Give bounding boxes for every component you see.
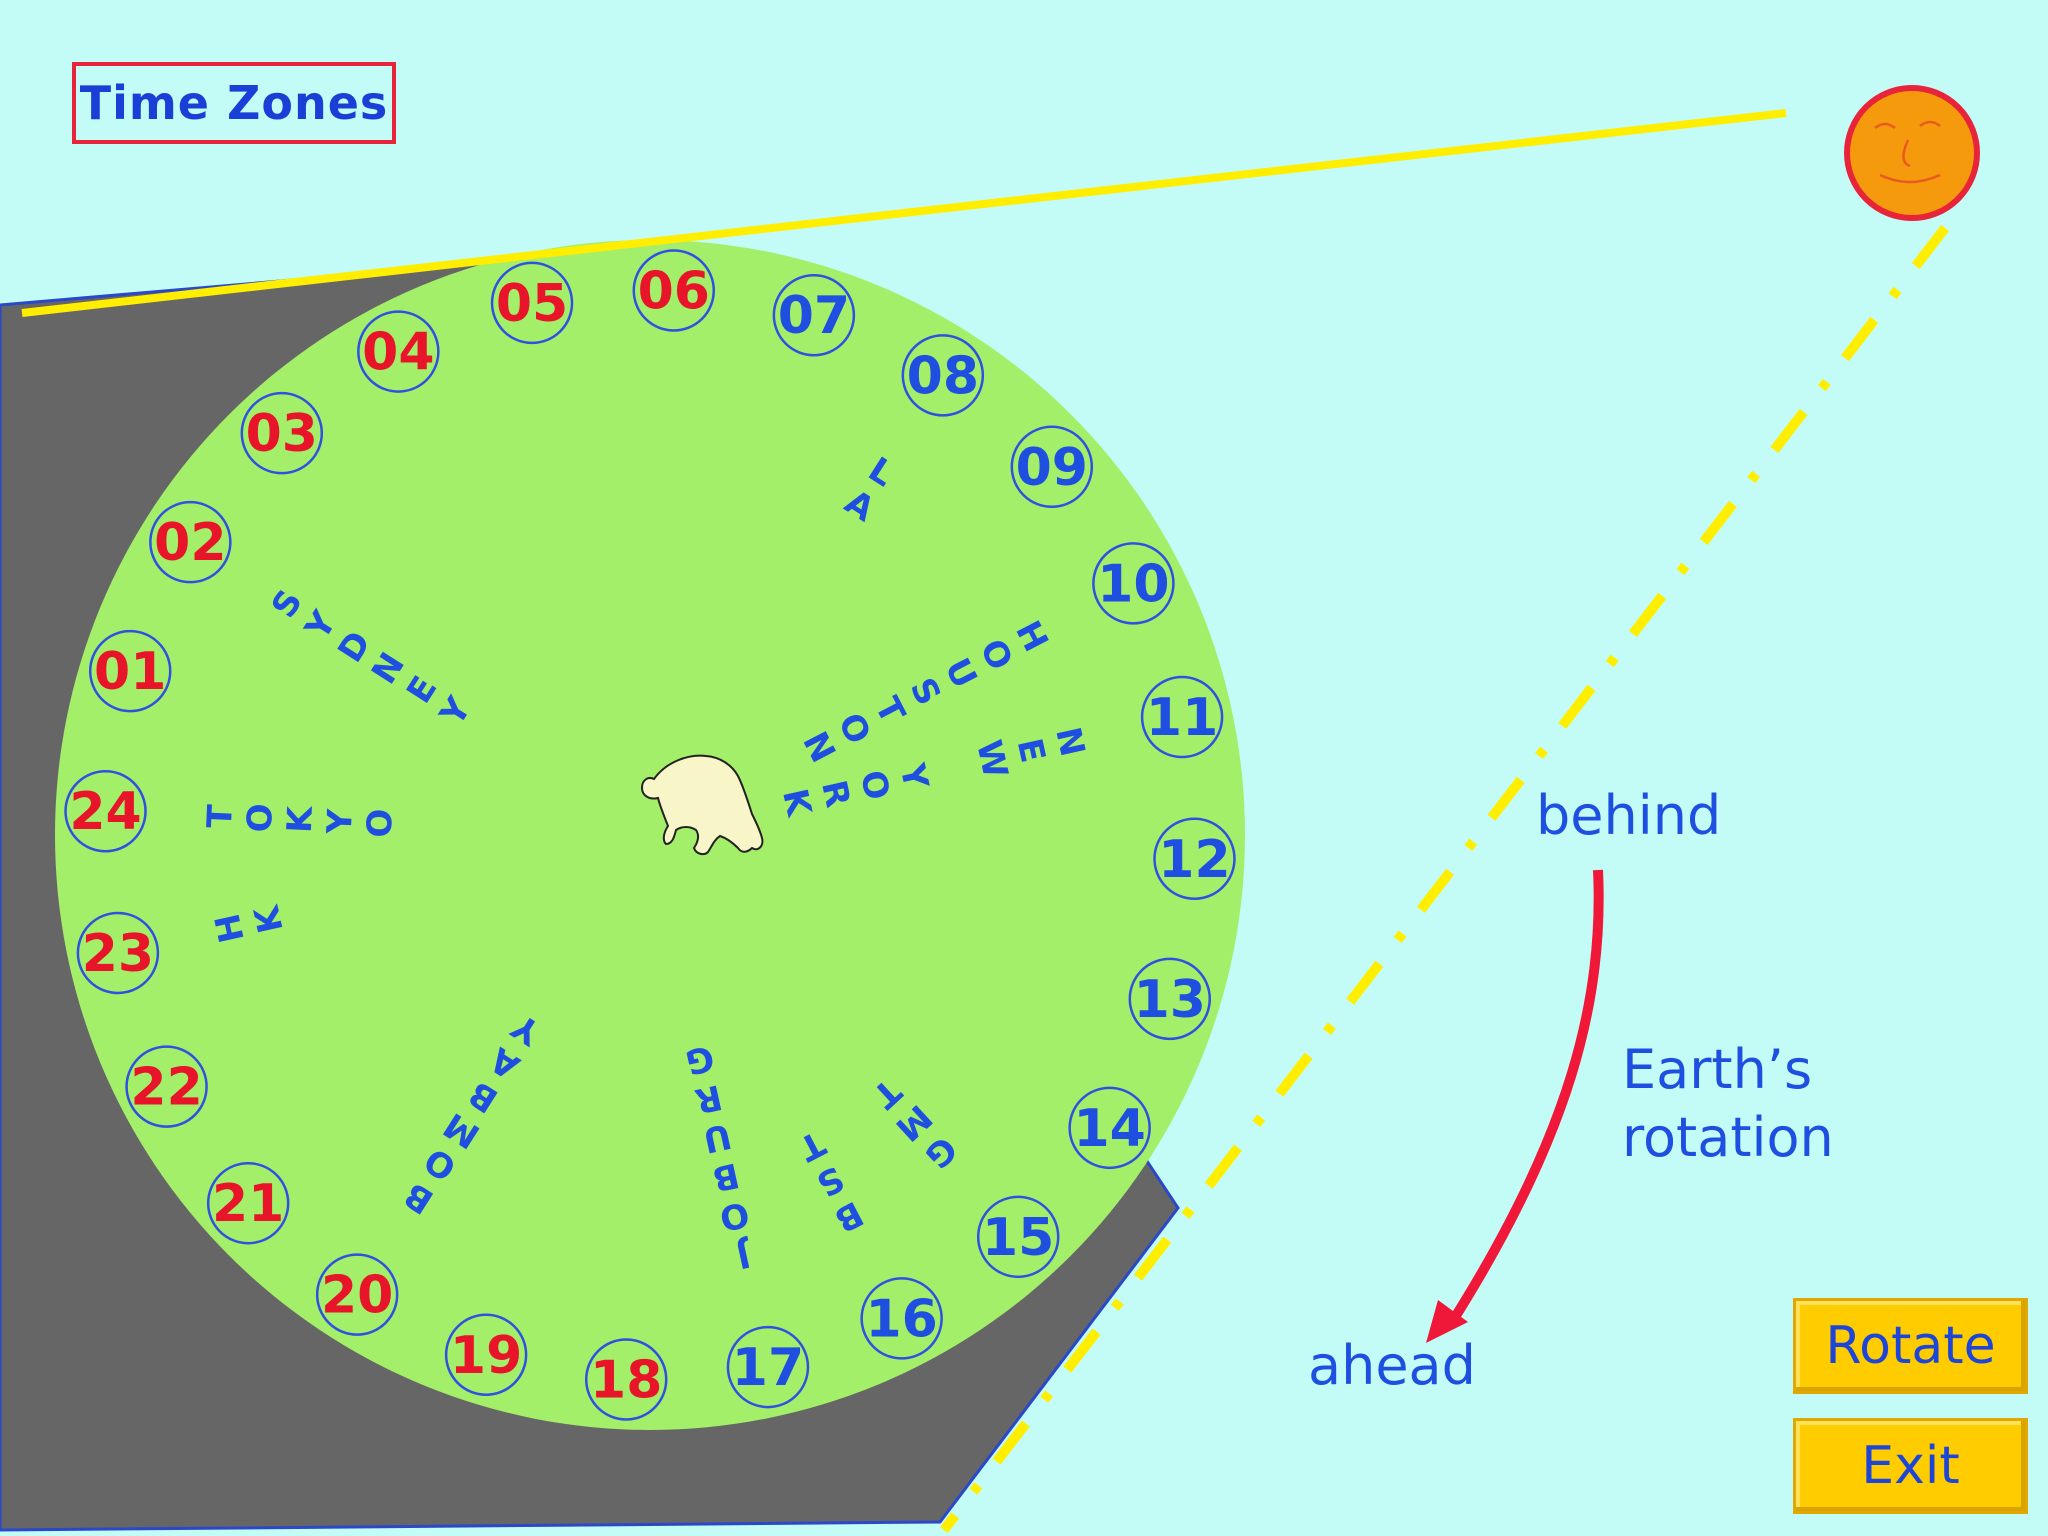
time-zone-08: 08	[901, 334, 985, 417]
time-zone-ring-circle	[125, 1045, 208, 1128]
time-zone-ring-circle	[1092, 542, 1175, 625]
time-zone-12: 12	[1153, 817, 1236, 901]
sunlight-ray-top	[21, 109, 1787, 317]
time-zone-label: 11	[1146, 688, 1218, 748]
time-zone-label: 21	[212, 1174, 284, 1234]
time-zone-06: 06	[632, 249, 716, 332]
time-zone-01: 01	[88, 629, 172, 713]
time-zone-ring-circle	[206, 1161, 290, 1245]
time-zone-ring-circle	[149, 500, 232, 584]
polar-bear-icon	[640, 754, 764, 856]
time-zone-ring-circle	[976, 1195, 1060, 1279]
time-zone-label: 22	[130, 1058, 202, 1118]
time-zone-label: 05	[496, 274, 568, 334]
city-letter: O	[240, 803, 281, 834]
time-zone-ring-circle	[901, 334, 985, 417]
time-zone-ring-circle	[1068, 1086, 1151, 1170]
time-zone-label: 20	[321, 1266, 393, 1326]
time-zone-ring-circle	[726, 1325, 810, 1409]
time-zone-17: 17	[726, 1325, 810, 1409]
time-zone-ring-circle	[1010, 425, 1094, 509]
time-zone-21: 21	[206, 1161, 290, 1245]
time-zone-ring-circle	[584, 1338, 668, 1421]
rotation-label-line2: rotation	[1622, 1106, 1834, 1169]
time-zone-02: 02	[149, 500, 232, 584]
time-zone-20: 20	[315, 1253, 399, 1336]
time-zone-label: 14	[1073, 1099, 1145, 1159]
time-zone-label: 02	[154, 513, 226, 573]
sunlight-ray-bottom	[940, 224, 1949, 1534]
time-zone-04: 04	[357, 310, 440, 393]
time-zone-ring-circle	[240, 391, 324, 475]
sun-face-icon	[1844, 85, 1980, 221]
time-zone-label: 12	[1158, 830, 1230, 890]
time-zone-14: 14	[1068, 1086, 1151, 1170]
time-zone-24: 24	[64, 769, 147, 853]
time-zone-ring-circle	[1140, 675, 1224, 759]
page-title: Time Zones	[72, 62, 396, 144]
time-zone-label: 19	[450, 1326, 522, 1386]
exit-button[interactable]: Exit	[1793, 1418, 2028, 1514]
time-zone-ring-circle	[64, 769, 147, 853]
time-zone-label: 23	[82, 924, 154, 984]
city-letter: K	[280, 804, 321, 834]
time-zone-ring-circle	[1153, 817, 1236, 901]
city-label-hk: HK	[208, 901, 292, 947]
time-zone-16: 16	[860, 1277, 943, 1360]
time-zone-23: 23	[76, 911, 160, 995]
time-zone-label: 15	[982, 1208, 1054, 1268]
earth-disc	[55, 240, 1245, 1430]
time-zone-ring-circle	[444, 1313, 528, 1397]
rotation-label-line1: Earth’s	[1622, 1038, 1813, 1101]
time-zone-ring-circle	[490, 261, 574, 345]
time-zone-label: 07	[778, 286, 850, 346]
time-zone-13: 13	[1128, 957, 1212, 1041]
time-zone-label: 01	[94, 642, 166, 702]
time-zone-07: 07	[772, 273, 856, 357]
time-zone-05: 05	[490, 261, 574, 345]
time-zone-label: 13	[1134, 970, 1206, 1030]
city-letter: Y	[320, 808, 361, 836]
time-zone-label: 17	[732, 1338, 804, 1398]
time-zone-ring-circle	[860, 1277, 943, 1360]
time-zone-label: 24	[69, 782, 141, 842]
time-zone-ring-circle	[357, 310, 440, 393]
time-zone-label: 06	[638, 262, 710, 322]
time-zone-label: 16	[865, 1289, 937, 1349]
time-zone-label: 09	[1016, 438, 1088, 498]
time-zone-label: 08	[907, 346, 979, 406]
time-zone-15: 15	[976, 1195, 1060, 1279]
city-letter: O	[360, 808, 401, 839]
time-zone-18: 18	[584, 1338, 668, 1421]
city-letter: W	[968, 737, 1015, 782]
behind-label: behind	[1536, 784, 1722, 847]
time-zone-09: 09	[1010, 425, 1094, 509]
time-zone-03: 03	[240, 391, 324, 475]
time-zone-label: 03	[246, 404, 318, 464]
time-zone-ring-circle	[632, 249, 716, 332]
time-zone-ring-circle	[1128, 957, 1212, 1041]
time-zone-19: 19	[444, 1313, 528, 1397]
time-zone-22: 22	[125, 1045, 208, 1128]
time-zone-11: 11	[1140, 675, 1224, 759]
time-zone-label: 04	[362, 323, 434, 383]
city-letter: T	[200, 803, 241, 829]
time-zone-ring-circle	[772, 273, 856, 357]
curved-arrow-icon	[1426, 869, 1604, 1343]
ahead-label: ahead	[1308, 1334, 1476, 1397]
time-zone-ring-circle	[88, 629, 172, 713]
rotate-button[interactable]: Rotate	[1793, 1298, 2028, 1394]
time-zone-ring-circle	[76, 911, 160, 995]
time-zone-label: 18	[590, 1350, 662, 1410]
time-zone-10: 10	[1092, 542, 1175, 625]
time-zone-ring-circle	[315, 1253, 399, 1336]
time-zone-label: 10	[1097, 554, 1169, 614]
